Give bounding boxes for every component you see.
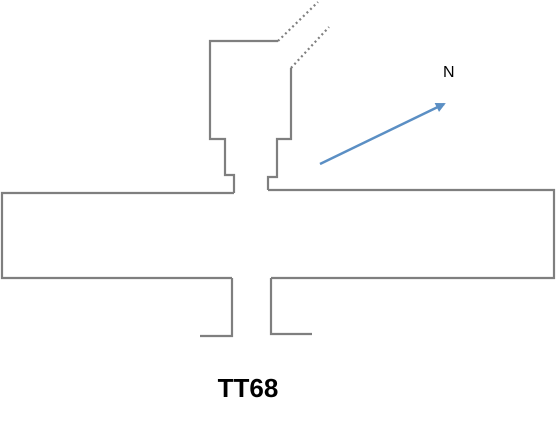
transverse-hall-top-right-wall	[268, 188, 556, 280]
entrance-right-wall	[269, 278, 312, 336]
tomb-label: TT68	[218, 373, 279, 403]
north-arrow-icon	[319, 102, 446, 166]
upper-left-dotted-continuation	[277, 1, 319, 42]
entrance-left-wall	[200, 278, 234, 338]
upper-structure-left-wall	[208, 39, 278, 193]
upper-right-dotted-continuation	[290, 26, 330, 69]
transverse-hall-top-left-wall	[0, 191, 234, 280]
upper-structure-right-wall	[266, 68, 293, 190]
north-label: N	[443, 64, 455, 81]
